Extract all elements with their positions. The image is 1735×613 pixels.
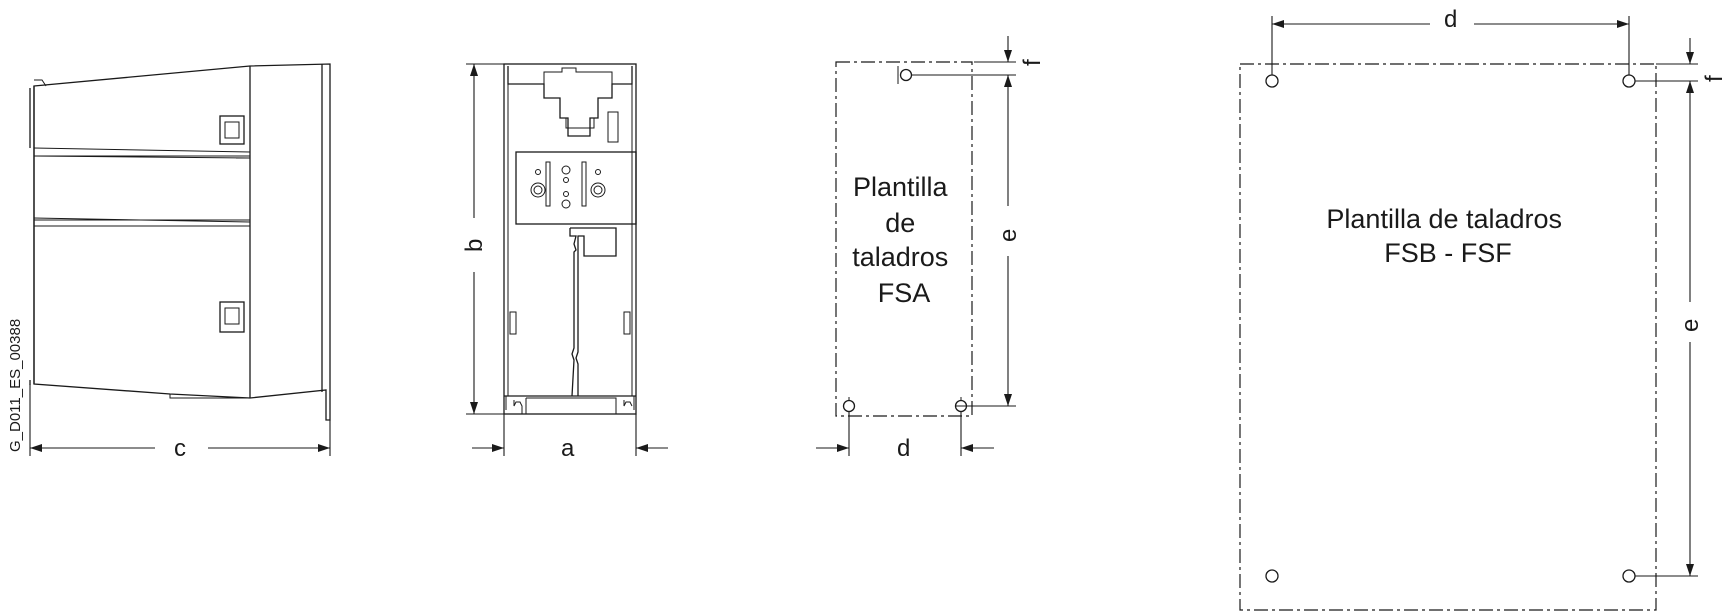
mounting-hole <box>1265 569 1279 583</box>
mounting-hole <box>899 68 913 82</box>
dim-label-c: c <box>174 435 186 462</box>
dim-label-a: a <box>561 435 575 462</box>
dim-label-d-fsb: d <box>1444 6 1457 33</box>
mounting-hole <box>842 399 856 413</box>
dim-label-e-fsb: e <box>1677 319 1704 332</box>
mounting-hole <box>1265 74 1279 88</box>
dim-label-e-fsa: e <box>995 229 1022 242</box>
dim-label-b: b <box>461 239 488 252</box>
mounting-hole <box>1622 74 1636 88</box>
fsa-drilling-template: Plantilla de taladros FSA d e f <box>816 36 1046 462</box>
side-view: G_D011_ES_00388 c <box>7 63 331 462</box>
mounting-hole <box>1622 569 1636 583</box>
dim-label-f-fsb: f <box>1701 75 1728 82</box>
fsb-fsf-template-label: Plantilla de taladros FSB - FSF <box>1326 204 1569 268</box>
dim-label-f-fsa: f <box>1019 59 1046 66</box>
fsa-template-label: Plantilla de taladros FSA <box>852 172 956 308</box>
fsb-fsf-drilling-template: Plantilla de taladros FSB - FSF d e f <box>1239 6 1728 611</box>
front-view: b a <box>461 63 668 462</box>
dim-label-d-fsa: d <box>897 435 910 462</box>
drawing-code: G_D011_ES_00388 <box>7 319 24 452</box>
